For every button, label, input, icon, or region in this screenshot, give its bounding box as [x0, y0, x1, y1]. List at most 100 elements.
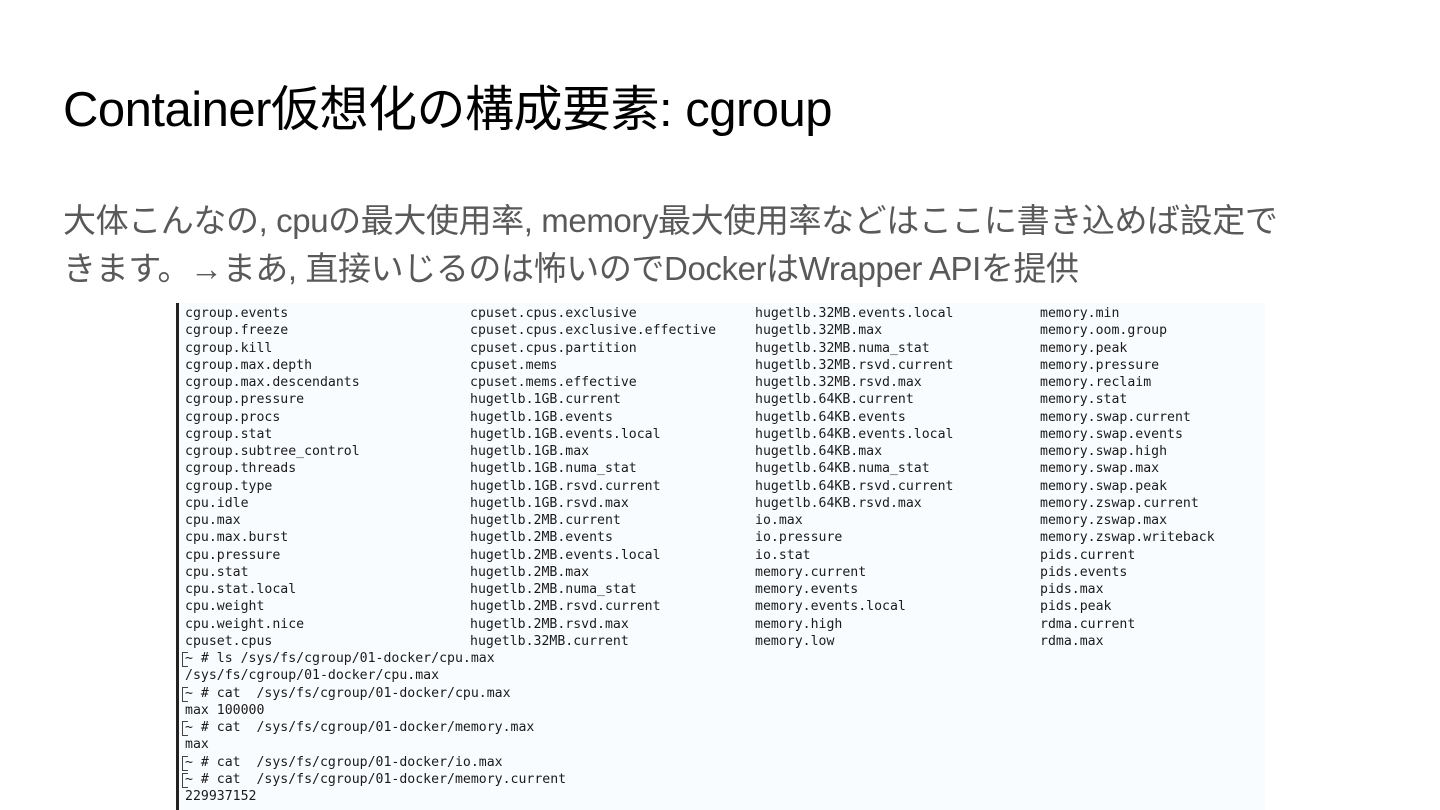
prompt-bracket-icon — [182, 755, 188, 771]
file-entry: cpu.stat.local — [185, 582, 297, 597]
file-entry: cpuset.cpus.exclusive.effective — [470, 323, 717, 339]
file-entry: memory.pressure — [1040, 357, 1160, 373]
command-line: ~ # cat /sys/fs/cgroup/01-docker/io.max — [182, 754, 566, 771]
file-entry: hugetlb.1GB.rsvd.current — [470, 478, 661, 494]
file-entry: hugetlb.32MB.rsvd.current — [755, 357, 954, 373]
file-entry: hugetlb.32MB.events.local — [755, 306, 954, 321]
line-text: ~ # cat /sys/fs/cgroup/01-docker/memory.… — [185, 771, 567, 787]
file-entry: hugetlb.32MB.current — [470, 633, 629, 649]
command-output: max — [185, 736, 566, 753]
command-line: ~ # cat /sys/fs/cgroup/01-docker/memory.… — [182, 719, 566, 736]
file-entry: cgroup.pressure — [185, 392, 305, 408]
file-entry: pids.events — [1040, 564, 1128, 580]
file-entry: cgroup.max.depth — [185, 357, 313, 373]
line-text: max — [185, 737, 209, 753]
file-entry: memory.zswap.max — [1040, 513, 1168, 528]
file-entry: memory.oom.group — [1040, 323, 1168, 339]
file-entry: memory.swap.events — [1040, 426, 1183, 442]
command-line: ~ # ls /sys/fs/cgroup/01-docker/cpu.max — [182, 650, 566, 667]
line-text: 229937152 — [185, 789, 257, 804]
file-entry: io.pressure — [755, 530, 843, 546]
file-entry: memory.current — [755, 564, 867, 580]
file-entry: cpuset.cpus — [185, 633, 273, 649]
file-entry: memory.min — [1040, 306, 1120, 321]
line-text: ~ # cat /sys/fs/cgroup/01-docker/io.max — [185, 754, 503, 770]
file-entry: cpuset.mems — [470, 357, 558, 373]
file-entry: cgroup.freeze — [185, 323, 289, 339]
line-text: /sys/fs/cgroup/01-docker/cpu.max — [185, 668, 440, 684]
file-entry: rdma.max — [1040, 633, 1104, 649]
file-entry: cgroup.kill — [185, 340, 273, 356]
file-entry: cpu.max — [185, 513, 241, 528]
file-entry: cgroup.type — [185, 478, 273, 494]
line-text: ~ # ls /sys/fs/cgroup/01-docker/cpu.max — [185, 651, 495, 666]
command-output: max 100000 — [185, 702, 566, 719]
file-entry: cgroup.events — [185, 306, 289, 321]
file-entry: memory.swap.peak — [1040, 478, 1168, 494]
file-entry: hugetlb.64KB.current — [755, 392, 914, 408]
file-entry: memory.swap.current — [1040, 409, 1191, 425]
file-entry: cgroup.max.descendants — [185, 375, 360, 390]
line-text: ~ # cat /sys/fs/cgroup/01-docker/memory.… — [185, 720, 535, 735]
file-entry: cpu.weight.nice — [185, 616, 305, 632]
file-entry: hugetlb.2MB.rsvd.current — [470, 599, 661, 615]
file-entry: cpu.weight — [185, 599, 265, 615]
file-entry: hugetlb.32MB.rsvd.max — [755, 375, 922, 390]
file-entry: rdma.current — [1040, 616, 1136, 632]
file-entry: hugetlb.1GB.numa_stat — [470, 461, 637, 477]
file-entry: hugetlb.2MB.events.local — [470, 547, 661, 563]
command-session: ~ # ls /sys/fs/cgroup/01-docker/cpu.max /… — [182, 650, 567, 805]
file-entry: hugetlb.64KB.events — [755, 409, 906, 425]
file-entry: memory.events — [755, 582, 859, 597]
slide-title: Container仮想化の構成要素: cgroup — [63, 83, 833, 137]
file-entry: io.stat — [755, 547, 811, 563]
command-line: ~ # cat /sys/fs/cgroup/01-docker/cpu.max — [182, 685, 566, 702]
file-entry: hugetlb.2MB.rsvd.max — [470, 616, 629, 632]
body-line: きます。→まあ, 直接いじるのは怖いのでDockerはWrapper APIを提… — [63, 250, 1079, 287]
file-entry: hugetlb.1GB.current — [470, 392, 621, 408]
file-entry: hugetlb.64KB.rsvd.current — [755, 478, 954, 494]
file-entry: hugetlb.1GB.events — [470, 409, 613, 425]
file-entry: hugetlb.2MB.current — [470, 513, 621, 528]
file-entry: hugetlb.64KB.rsvd.max — [755, 495, 922, 511]
file-entry: pids.current — [1040, 547, 1136, 563]
prompt-bracket-icon — [182, 686, 188, 702]
file-entry: memory.reclaim — [1040, 375, 1152, 390]
file-entry: hugetlb.32MB.numa_stat — [755, 340, 930, 356]
listing-column: cpuset.cpus.exclusive cpuset.cpus.exclusi… — [470, 305, 755, 650]
file-entry: pids.max — [1040, 582, 1104, 597]
body-line: 大体こんなの, cpuの最大使用率, memory最大使用率などはここに書き込め… — [63, 202, 1278, 239]
file-entry: cgroup.subtree_control — [185, 444, 360, 459]
file-entry: hugetlb.64KB.events.local — [755, 426, 954, 442]
file-entry: cpuset.cpus.exclusive — [470, 306, 637, 321]
file-entry: hugetlb.1GB.events.local — [470, 426, 661, 442]
file-entry: hugetlb.2MB.max — [470, 564, 590, 580]
file-entry: memory.zswap.current — [1040, 495, 1199, 511]
file-entry: memory.high — [755, 616, 843, 632]
file-entry: cgroup.procs — [185, 409, 281, 425]
file-entry: hugetlb.64KB.max — [755, 444, 883, 459]
file-entry: cpu.idle — [185, 495, 249, 511]
file-entry: hugetlb.1GB.max — [470, 444, 590, 459]
line-text: ~ # cat /sys/fs/cgroup/01-docker/cpu.max — [185, 685, 511, 701]
file-entry: cpu.max.burst — [185, 530, 289, 546]
file-entry: memory.stat — [1040, 392, 1128, 408]
file-entry: memory.events.local — [755, 599, 906, 615]
file-entry: hugetlb.1GB.rsvd.max — [470, 495, 629, 511]
file-entry: memory.swap.high — [1040, 444, 1168, 459]
file-entry: hugetlb.64KB.numa_stat — [755, 461, 930, 477]
file-entry: cpu.pressure — [185, 547, 281, 563]
prompt-bracket-icon — [182, 772, 188, 788]
prompt-bracket-icon — [182, 721, 188, 736]
file-entry: hugetlb.2MB.events — [470, 530, 613, 546]
file-entry: cgroup.threads — [185, 461, 297, 477]
file-entry: memory.low — [755, 633, 835, 649]
file-entry: cpuset.mems.effective — [470, 375, 637, 390]
file-entry: memory.swap.max — [1040, 461, 1160, 477]
command-output: /sys/fs/cgroup/01-docker/cpu.max — [185, 667, 566, 684]
file-entry: hugetlb.2MB.numa_stat — [470, 582, 637, 597]
